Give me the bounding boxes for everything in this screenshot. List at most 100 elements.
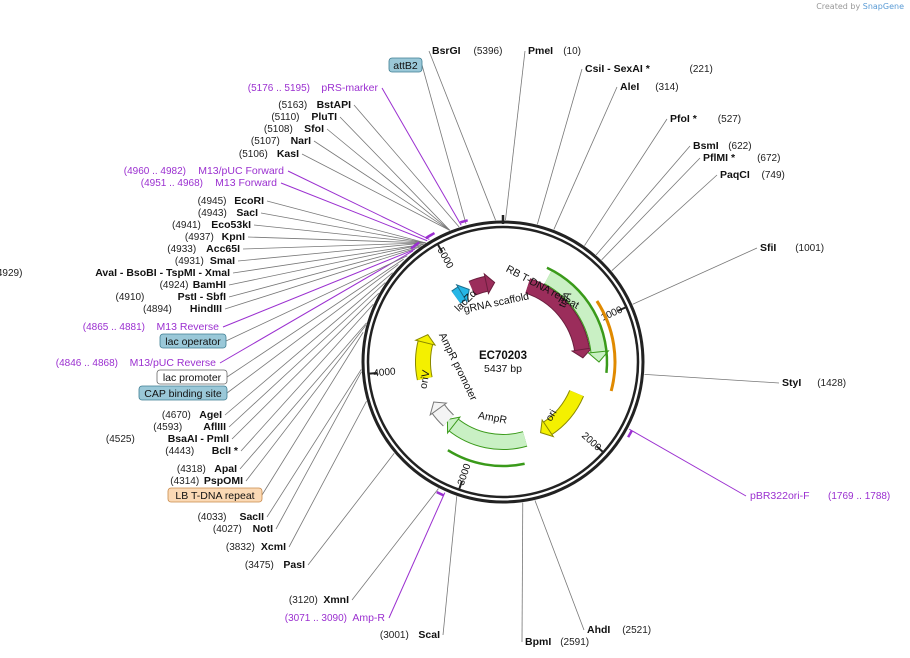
primer-range: (5176 .. 5195) — [248, 83, 310, 94]
site-position: (1428) — [817, 378, 846, 389]
feature-arrowhead — [414, 334, 437, 346]
feature-arrowhead — [455, 283, 470, 304]
site-name: NotI — [253, 523, 273, 535]
tick-1000 — [617, 306, 626, 312]
feature-box-bg — [159, 333, 227, 349]
leader-alei — [553, 86, 618, 230]
site-pasi: PasI(3475) — [245, 559, 305, 571]
leader-sfoi — [326, 128, 451, 231]
leader-sfii — [632, 247, 758, 305]
inner-feature-grna-scaffold — [468, 272, 496, 296]
tick-5000 — [437, 244, 443, 253]
feature-arrowhead — [483, 272, 496, 295]
site-position: (5396) — [474, 46, 503, 57]
feature-arc — [542, 390, 584, 435]
site-apai: ApaI(4318) — [177, 463, 237, 475]
site-alei: AleI(314) — [620, 81, 679, 93]
site-noti: NotI (4027) — [213, 523, 273, 535]
leader-saci — [260, 212, 426, 244]
feature-arrowhead — [587, 350, 610, 363]
site-name: KasI — [277, 148, 299, 160]
feature-box-label: lac promoter — [163, 372, 222, 384]
leader-xcmi — [288, 400, 367, 548]
site-position: (3001) — [380, 630, 409, 641]
site-bsaai-pmli: BsaAI - PmlI(4525) — [106, 433, 229, 445]
primer-range: (4865 .. 4881) — [83, 322, 145, 333]
site-position: (4027) — [213, 524, 242, 535]
site-position: (314) — [655, 82, 678, 93]
site-kasi: KasI(5106) — [239, 148, 299, 160]
site-name: SfiI — [760, 242, 776, 254]
site-position: (5108) — [264, 124, 293, 135]
primer-range: (1769 .. 1788) — [828, 491, 890, 502]
site-name: CsiI - SexAI * — [585, 63, 651, 75]
primer-bind-pbr322ori-f — [627, 429, 633, 438]
site-name: AgeI — [199, 409, 222, 421]
trfA-track-arc — [546, 266, 609, 374]
site-position: (5107) — [251, 136, 280, 147]
primer-m13-reverse: M13 Reverse(4865 .. 4881) — [83, 321, 219, 333]
site-position: (527) — [718, 114, 741, 125]
leader-ecori — [266, 200, 426, 244]
feature-box-lb-t-dna-repeat: LB T-DNA repeat — [167, 487, 263, 503]
site-ahdi: AhdI(2521) — [587, 624, 651, 636]
site-name: HindIII — [190, 303, 222, 315]
inner-feature-ampr-promoter — [429, 401, 455, 427]
site-name: BamHI — [193, 279, 226, 291]
primer-bind-m13-puc-reverse — [410, 242, 418, 250]
site-position: (4894) — [143, 304, 172, 315]
feature-box-bg — [138, 385, 228, 401]
primer-bind-prs-marker — [459, 219, 469, 224]
inner-strand — [366, 225, 640, 499]
site-name: BclI * — [212, 445, 239, 457]
leader-bsaai-pmli — [231, 292, 380, 440]
feature-leader-attb2 — [421, 64, 467, 224]
created-by-credit: Created by SnapGene — [816, 2, 904, 11]
site-name: NarI — [291, 135, 312, 147]
site-sfoi: SfoI (5108) — [264, 123, 324, 135]
site-name: PstI - SbfI — [178, 291, 227, 303]
site-name: PfoI * — [670, 113, 698, 125]
leader-eco53ki — [253, 224, 426, 244]
site-sfii: SfiI(1001) — [760, 242, 824, 254]
feature-box-label: CAP binding site — [144, 388, 222, 400]
site-name: XcmI — [261, 541, 286, 553]
site-position: (4910) — [115, 292, 144, 303]
feature-arc — [525, 279, 590, 353]
site-name: SfoI — [304, 123, 324, 135]
outer-strand — [361, 220, 645, 504]
feature-box-cap-binding-site: CAP binding site — [138, 385, 228, 401]
leader-bstapi — [353, 104, 460, 228]
site-name: XmnI — [323, 594, 349, 606]
site-name: EcoRI — [234, 195, 264, 207]
site-smai: SmaI(4931) — [175, 255, 235, 267]
site-name: ScaI — [418, 629, 440, 641]
leader-nari — [313, 140, 451, 231]
tick-3000 — [458, 480, 463, 490]
credit-prefix: Created by — [816, 2, 861, 11]
site-pmei: PmeI(10) — [528, 45, 581, 57]
feature-box-attb2: attB2 — [388, 57, 423, 73]
primer-name: M13 Forward — [215, 177, 277, 189]
site-kpni: KpnI(4937) — [185, 231, 245, 243]
site-position: (10) — [563, 46, 581, 57]
site-avai-bsobi-tspmi-xmai: AvaI - BsoBI - TspMI - XmaI(4929) — [0, 267, 230, 279]
tick-label-4000: 4000 — [373, 366, 397, 379]
leader-bsrgi — [428, 50, 496, 221]
primer-pbr322ori-f: pBR322ori-F(1769 .. 1788) — [750, 490, 890, 502]
inner-label-ori: ori — [543, 407, 559, 423]
site-position: (221) — [690, 64, 713, 75]
feature-arc — [431, 403, 454, 426]
leader-noti — [275, 371, 362, 530]
site-name: PspOMI — [204, 475, 243, 487]
site-name: KpnI — [222, 231, 245, 243]
primer-leader-m13-puc-forward — [287, 170, 430, 240]
site-saci: SacI(4943) — [198, 207, 258, 219]
inner-feature-ori — [540, 389, 585, 438]
site-position: (3120) — [289, 595, 318, 606]
site-name: BsaAI - PmlI — [168, 433, 229, 445]
plasmid-length: 5437 bp — [484, 363, 522, 375]
site-name: BpmI — [525, 636, 551, 648]
feature-box-label: attB2 — [393, 60, 418, 72]
site-position: (672) — [757, 153, 780, 164]
